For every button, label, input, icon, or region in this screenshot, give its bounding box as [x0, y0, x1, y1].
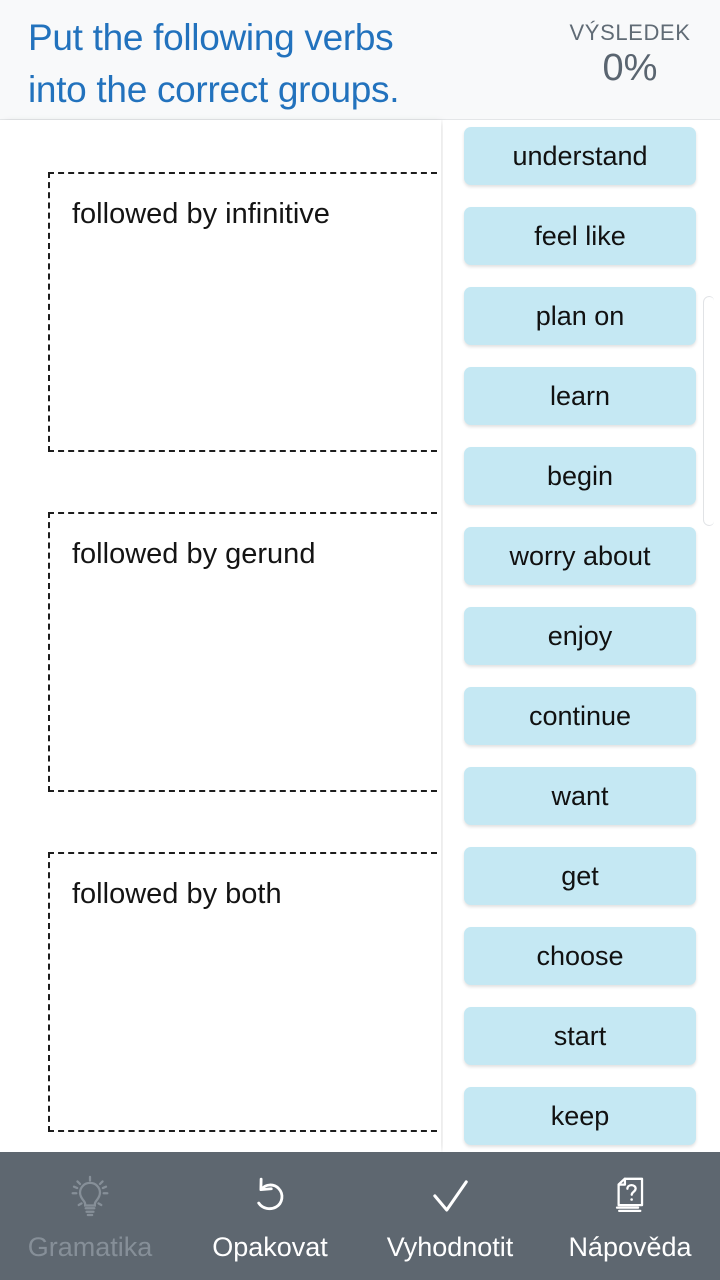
toolbar-button-npovda[interactable]: Nápověda — [540, 1152, 720, 1280]
word-chip-label: worry about — [509, 541, 651, 571]
word-chip-label: choose — [536, 941, 624, 971]
word-chip-label: understand — [512, 141, 648, 171]
toolbar-button-label: Opakovat — [212, 1232, 328, 1262]
toolbar-button-gramatika: Gramatika — [0, 1152, 180, 1280]
word-bank-pane[interactable]: understand feel like plan on learn begin worr… — [443, 120, 720, 1152]
word-chip-label: continue — [528, 701, 632, 731]
score-value: 0% — [602, 47, 658, 89]
scrollbar-thumb[interactable] — [703, 296, 714, 526]
word-chip[interactable]: enjoy — [464, 607, 696, 665]
undo-arrow-icon — [239, 1166, 301, 1228]
drop-zone-label: followed by infinitive — [72, 198, 330, 230]
word-chip[interactable]: choose — [464, 927, 696, 985]
word-chip[interactable]: start — [464, 1007, 696, 1065]
header-bar: Put the following verbs into the correct… — [0, 0, 720, 120]
word-chip-label: enjoy — [547, 621, 613, 651]
word-chip-label: begin — [546, 461, 614, 491]
lightbulb-icon — [59, 1166, 121, 1228]
word-chip[interactable]: learn — [464, 367, 696, 425]
word-chip-label: keep — [550, 1101, 610, 1131]
drop-zone-gerund[interactable]: followed by gerund — [48, 512, 441, 792]
word-chip[interactable]: understand — [464, 127, 696, 185]
word-chip[interactable]: worry about — [464, 527, 696, 585]
word-chip[interactable]: want — [464, 767, 696, 825]
word-chip[interactable]: feel like — [464, 207, 696, 265]
help-cards-icon — [599, 1166, 661, 1228]
word-chip-label: get — [561, 861, 599, 891]
word-chip-label: start — [553, 1021, 607, 1051]
drop-zone-label: followed by gerund — [72, 538, 316, 570]
word-chip-label: feel like — [534, 221, 626, 251]
toolbar-button-label: Gramatika — [27, 1232, 153, 1262]
score-label: VÝSLEDEK — [569, 20, 691, 45]
word-chip[interactable]: begin — [464, 447, 696, 505]
toolbar-button-opakovat[interactable]: Opakovat — [180, 1152, 360, 1280]
checkmark-icon — [419, 1166, 481, 1228]
word-chip-label: want — [551, 781, 609, 811]
word-chip[interactable]: continue — [464, 687, 696, 745]
drop-zone-both[interactable]: followed by both — [48, 852, 441, 1132]
score-panel: VÝSLEDEK 0% — [540, 0, 720, 90]
word-bank-list: understand feel like plan on learn begin worr… — [443, 120, 720, 1152]
toolbar-button-label: Nápověda — [568, 1232, 692, 1262]
word-chip[interactable]: get — [464, 847, 696, 905]
toolbar-button-vyhodnotit[interactable]: Vyhodnotit — [360, 1152, 540, 1280]
word-chip[interactable]: keep — [464, 1087, 696, 1145]
bottom-toolbar: Gramatika Opakovat Vyhodnotit Nápověda — [0, 1152, 720, 1280]
word-chip-label: plan on — [535, 301, 625, 331]
toolbar-button-label: Vyhodnotit — [386, 1232, 514, 1262]
word-chip[interactable]: plan on — [464, 287, 696, 345]
drop-zone-infinitive[interactable]: followed by infinitive — [48, 172, 441, 452]
drop-zones-pane: followed by infinitive followed by gerun… — [0, 120, 441, 1152]
drop-zone-label: followed by both — [72, 878, 282, 910]
word-chip-label: learn — [549, 381, 611, 411]
exercise-body: followed by infinitive followed by gerun… — [0, 120, 720, 1152]
page-title: Put the following verbs into the correct… — [28, 17, 400, 110]
word-bank-scrollbar[interactable] — [703, 120, 717, 1152]
